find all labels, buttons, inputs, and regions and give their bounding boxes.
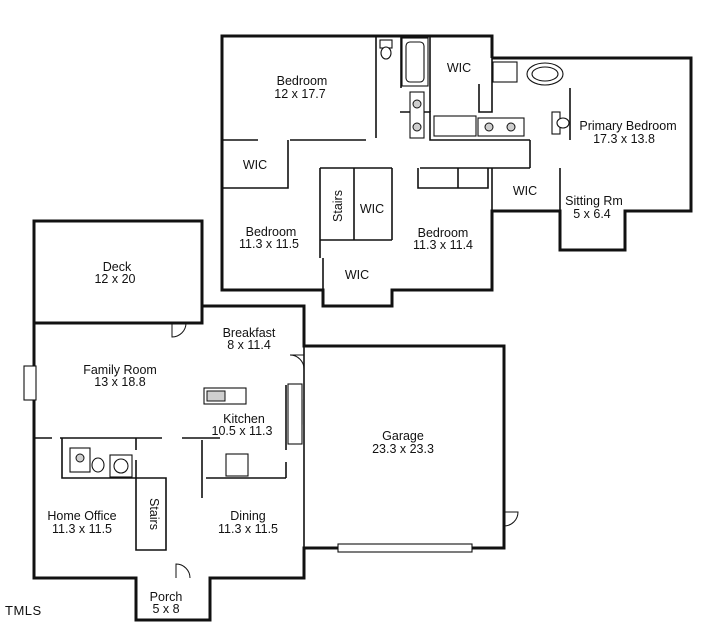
room-size: 12 x 17.7 xyxy=(274,87,325,101)
room-size: 13 x 18.8 xyxy=(94,375,145,389)
room-name: Dining xyxy=(230,509,265,523)
upper-floor: Bedroom 12 x 17.7 WIC Primary Bedroom 17… xyxy=(220,34,693,308)
room-name: Deck xyxy=(103,260,132,274)
garage-entry-door xyxy=(289,354,305,370)
double-sink-icon xyxy=(477,117,525,137)
room-name: WIC xyxy=(447,61,471,75)
room-size: 11.3 x 11.5 xyxy=(52,522,112,536)
room-name: Porch xyxy=(150,590,183,604)
room-name: Sitting Rm xyxy=(565,194,623,208)
powder-fixtures xyxy=(69,447,133,478)
room-size: 11.3 x 11.4 xyxy=(413,238,473,252)
room-size: 8 x 11.4 xyxy=(227,338,271,352)
room-size: 11.3 x 11.5 xyxy=(218,522,278,536)
upper-outer-wall xyxy=(220,34,693,308)
fireplace-icon xyxy=(23,365,37,401)
room-size: 11.3 x 11.5 xyxy=(239,237,299,251)
refrigerator-icon xyxy=(225,453,249,477)
room-name: Bedroom xyxy=(418,226,469,240)
garage-side-door xyxy=(503,511,519,527)
kitchen-fixtures xyxy=(203,383,303,477)
upper-interior-walls xyxy=(222,36,571,290)
front-door xyxy=(175,563,191,579)
room-name: WIC xyxy=(345,268,369,282)
main-floor: Deck 12 x 20 Breakfast 8 x 11.4 Family R… xyxy=(23,219,519,622)
upper-room-labels: Bedroom 12 x 17.7 WIC Primary Bedroom 17… xyxy=(239,61,677,282)
room-name: Bedroom xyxy=(277,74,328,88)
room-size: 12 x 20 xyxy=(94,272,135,286)
room-name: WIC xyxy=(513,184,537,198)
toilet-icon xyxy=(91,457,105,473)
room-name: Stairs xyxy=(147,498,161,530)
counter xyxy=(287,383,303,445)
garage-door xyxy=(337,543,473,553)
room-size: 5 x 6.4 xyxy=(573,207,611,221)
room-size: 23.3 x 23.3 xyxy=(372,442,434,456)
main-interior-walls xyxy=(34,385,287,551)
room-name: Primary Bedroom xyxy=(579,119,676,133)
room-name: Bedroom xyxy=(246,225,297,239)
room-name: Home Office xyxy=(47,509,116,523)
main-room-labels: Deck 12 x 20 Breakfast 8 x 11.4 Family R… xyxy=(47,260,434,616)
room-name: Stairs xyxy=(331,190,345,222)
room-name: WIC xyxy=(243,158,267,172)
room-size: 17.3 x 13.8 xyxy=(593,132,655,146)
main-outer-wall xyxy=(32,304,506,622)
room-name: Breakfast xyxy=(223,326,276,340)
upper-bath-fixtures xyxy=(379,37,570,139)
deck-door xyxy=(171,322,187,338)
room-name: Kitchen xyxy=(223,412,265,426)
room-name: WIC xyxy=(360,202,384,216)
room-name: Garage xyxy=(382,429,424,443)
room-name: Family Room xyxy=(83,363,157,377)
shower-icon xyxy=(433,115,477,137)
sink-icon xyxy=(206,390,226,402)
room-size: 5 x 8 xyxy=(152,602,179,616)
room-size: 10.5 x 11.3 xyxy=(212,424,273,438)
mls-watermark: TMLS xyxy=(5,603,42,618)
